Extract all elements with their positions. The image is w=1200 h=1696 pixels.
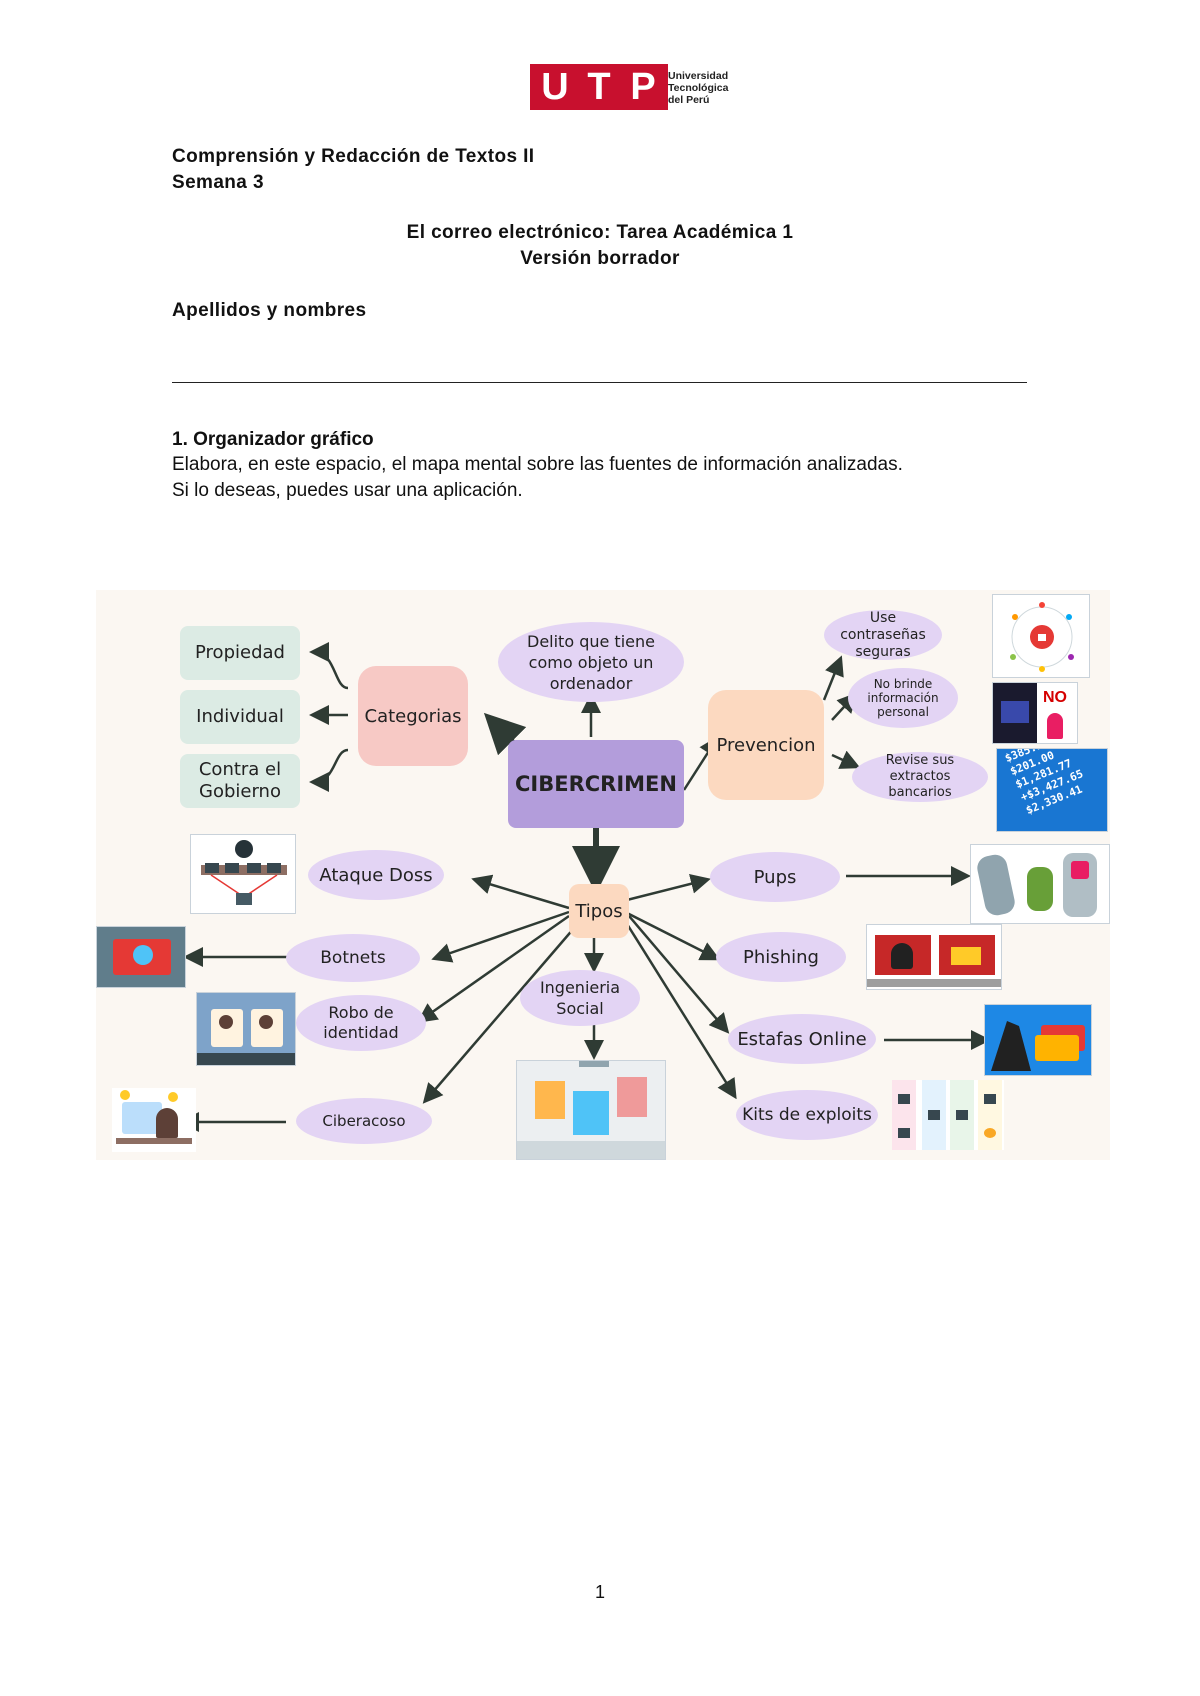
bank-statement-image: $385.23 $201.00 $1,281.77 +$3,427.65 $2,…: [996, 748, 1108, 832]
document-title: El correo electrónico: Tarea Académica 1: [406, 222, 794, 243]
arrow-estafas: [628, 915, 730, 1034]
ingenieria-social-image: [516, 1060, 666, 1160]
type-pups: Pups: [710, 852, 840, 902]
prevencion-contrasenas: Use contraseñas seguras: [824, 610, 942, 660]
type-estafas-online: Estafas Online: [728, 1014, 876, 1064]
ataque-doss-image: [190, 834, 296, 914]
no-personal-info-image: NO: [992, 682, 1078, 744]
type-botnets: Botnets: [286, 934, 420, 982]
arrow-pups: [618, 873, 711, 904]
tipos-node: Tipos: [569, 884, 629, 938]
arrow-ataque: [471, 874, 570, 910]
type-robo-identidad: Robo de identidad: [296, 995, 426, 1051]
names-label: Apellidos y nombres: [172, 300, 367, 321]
section-title: 1. Organizador gráfico: [172, 429, 374, 450]
mind-map-arrows: [179, 642, 991, 1132]
arrow-botnets: [431, 910, 570, 963]
logo-letter-t: T: [574, 64, 624, 110]
arrow-kits: [625, 923, 737, 1100]
prevencion-info-personal: No brinde información personal: [848, 668, 958, 728]
category-individual: Individual: [180, 690, 300, 744]
prevencion-extractos: Revise sus extractos bancarios: [852, 752, 988, 802]
phishing-image: [866, 924, 1002, 990]
definition-node: Delito que tiene como objeto un ordenado…: [498, 622, 684, 702]
pups-image: [970, 844, 1110, 924]
category-contra-gobierno: Contra el Gobierno: [180, 754, 300, 808]
cibercrimen-node: CIBERCRIMEN: [508, 740, 684, 828]
name-input-line[interactable]: [172, 382, 1027, 383]
logo-text: Universidad Tecnológica del Perú: [668, 70, 729, 106]
course-header: Comprensión y Redacción de Textos II Sem…: [172, 144, 534, 196]
kits-exploits-image: [892, 1080, 1004, 1150]
document-subtitle: Versión borrador: [520, 248, 680, 269]
robo-identidad-image: [196, 992, 296, 1066]
prevencion-node: Prevencion: [708, 690, 824, 800]
arrow-prev-contrasenas: [822, 655, 844, 701]
type-ciberacoso: Ciberacoso: [296, 1098, 432, 1144]
logo-letter-p: P: [618, 64, 668, 110]
section-instructions: Elabora, en este espacio, el mapa mental…: [172, 454, 903, 501]
week-label: Semana 3: [172, 172, 264, 193]
arrow-phishing: [624, 910, 721, 961]
botnets-image: [96, 926, 186, 988]
type-ataque-doss: Ataque Doss: [308, 850, 444, 900]
logo-letter-u: U: [530, 64, 580, 110]
arrow-ciberacoso: [422, 919, 582, 1104]
type-kits-exploits: Kits de exploits: [736, 1090, 878, 1140]
arrow-propiedad: [309, 642, 349, 690]
categorias-node: Categorias: [358, 666, 468, 766]
ciberacoso-image: [112, 1088, 196, 1152]
category-propiedad: Propiedad: [180, 626, 300, 680]
type-ingenieria-social: Ingenieria Social: [520, 970, 640, 1026]
estafas-online-image: [984, 1004, 1092, 1076]
page-number: 1: [594, 1582, 605, 1602]
mind-map: Propiedad Individual Contra el Gobierno …: [96, 590, 1110, 1160]
arrow-prev-extractos: [831, 750, 861, 769]
utp-logo: U T P Universidad Tecnológica del Perú: [530, 64, 730, 112]
type-phishing: Phishing: [716, 932, 846, 982]
arrow-robo: [416, 914, 570, 1023]
course-name: Comprensión y Redacción de Textos II: [172, 146, 535, 167]
security-diagram-image: [992, 594, 1090, 678]
arrow-contra-gobierno: [309, 748, 349, 792]
